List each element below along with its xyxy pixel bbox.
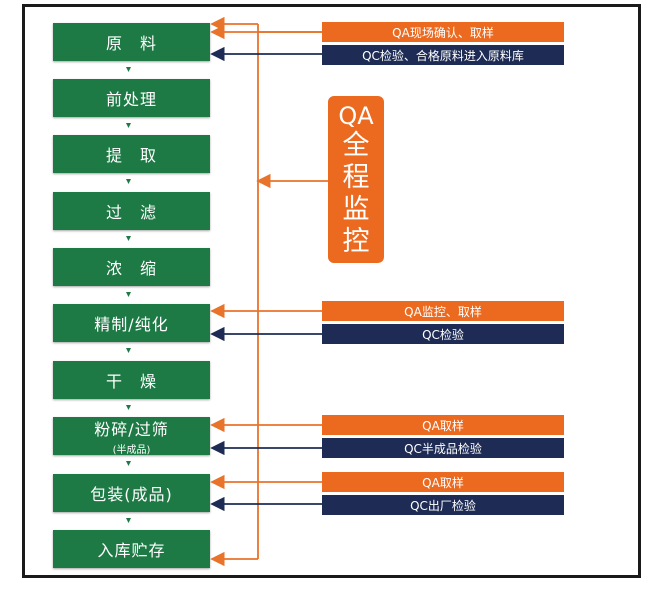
tag-refine-qa: QA监控、取样 [322,301,564,321]
flow-arrows [126,67,131,523]
step-pretreatment: 前处理 [53,79,210,117]
step-refining: 精制/纯化 [53,304,210,342]
step-filtration: 过 滤 [53,192,210,230]
tag-pack-qa: QA取样 [322,472,564,492]
step-raw-material: 原 料 [53,23,210,61]
flow-arrow [126,67,131,72]
step-storage: 入库贮存 [53,530,210,568]
tag-pack-qc: QC出厂检验 [322,495,564,515]
step-packaging: 包装(成品) [53,474,210,512]
monitor-line-1: QA [338,101,374,130]
flow-arrow [126,461,131,466]
tag-crush-qa: QA取样 [322,415,564,435]
tag-raw-qa: QA现场确认、取样 [322,22,564,42]
step-extraction: 提 取 [53,135,210,173]
monitor-line-4: 监 [342,193,370,225]
tag-refine-qc: QC检验 [322,324,564,344]
step-drying: 干 燥 [53,361,210,399]
flow-arrow [126,348,131,353]
flow-arrow [126,292,131,297]
flow-arrow [126,236,131,241]
flow-arrow [126,123,131,128]
flow-arrow [126,518,131,523]
step-crushing-sub: (半成品) [112,445,151,456]
tag-raw-qc: QC检验、合格原料进入原料库 [322,45,564,65]
monitor-line-5: 控 [342,225,370,257]
flow-arrow [126,179,131,184]
tag-crush-qc: QC半成品检验 [322,438,564,458]
qa-full-monitoring-badge: QA 全 程 监 控 [328,96,384,263]
step-concentration: 浓 缩 [53,248,210,286]
flow-arrow [126,405,131,410]
monitor-line-2: 全 [342,129,370,161]
step-crushing: 粉碎/过筛 (半成品) [53,417,210,456]
monitor-line-3: 程 [342,161,370,193]
